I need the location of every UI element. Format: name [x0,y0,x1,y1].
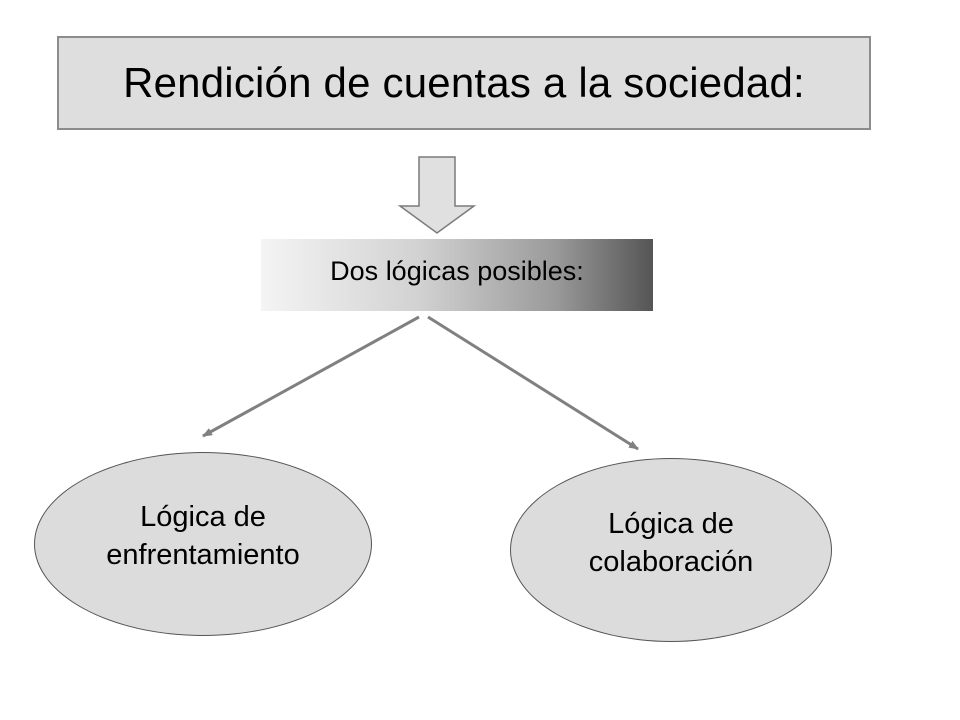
node-colaboracion-line1: Lógica de [608,508,734,540]
subtitle-text: Dos lógicas posibles: [330,255,584,286]
node-enfrentamiento-line2: enfrentamiento [106,539,300,571]
node-enfrentamiento: Lógica de enfrentamiento [34,452,372,636]
subtitle-box: Dos lógicas posibles: [261,239,653,311]
down-block-arrow-icon [397,156,477,234]
title-text: Rendición de cuentas a la sociedad: [123,59,805,106]
connector-left [202,315,420,438]
node-colaboracion: Lógica de colaboración [510,458,832,642]
connector-right [427,315,639,451]
node-colaboracion-line2: colaboración [588,546,754,578]
node-enfrentamiento-line1: Lógica de [140,501,266,533]
title-box: Rendición de cuentas a la sociedad: [57,36,871,130]
